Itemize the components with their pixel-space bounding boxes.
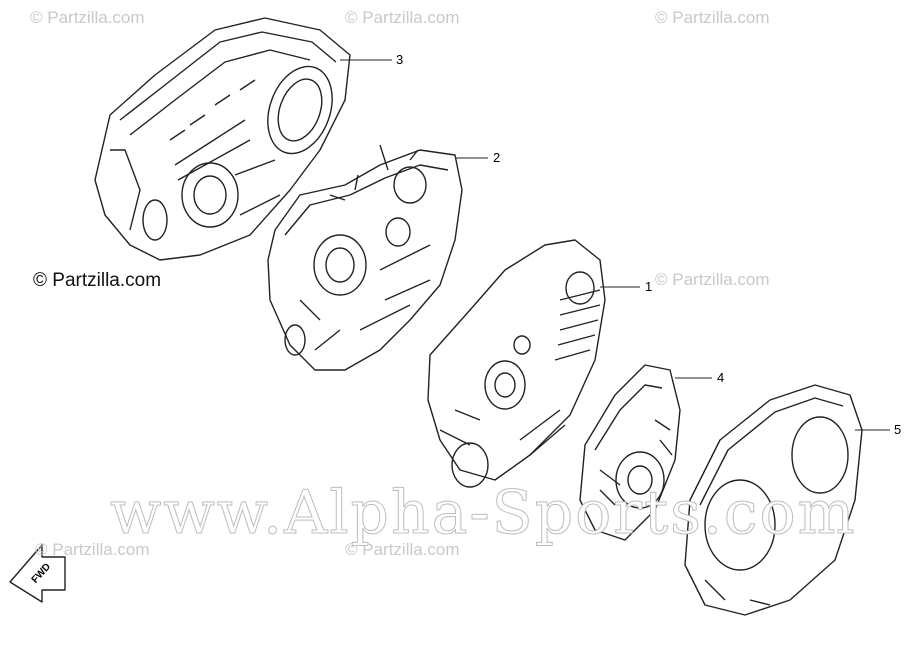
part-5-cvt-cover [684,384,863,616]
watermark-bottom-left: © Partzilla.com [35,540,150,559]
part-2-left-crankcase [267,144,463,371]
watermark-top-center: © Partzilla.com [345,8,460,27]
callout-4: 4 [717,370,725,385]
callout-3: 3 [396,52,404,67]
alpha-sports-watermark: www.Alpha-Sports.com [110,478,857,549]
watermark-mid-left: © Partzilla.com [33,270,162,291]
watermark-bottom-center: © Partzilla.com [345,540,460,559]
part-3-transmission-cover [94,17,351,261]
leader-lines [340,59,890,431]
callout-2: 2 [493,150,501,165]
watermark-top-right: © Partzilla.com [655,8,770,27]
callout-1: 1 [645,279,653,294]
part-1-right-crankcase [427,239,606,488]
watermark-mid-right: © Partzilla.com [655,270,770,289]
watermark-top-left: © Partzilla.com [30,8,145,27]
forward-arrow-icon [9,544,66,603]
callout-5: 5 [894,422,902,437]
part-4-crankcase-cover [579,364,681,541]
